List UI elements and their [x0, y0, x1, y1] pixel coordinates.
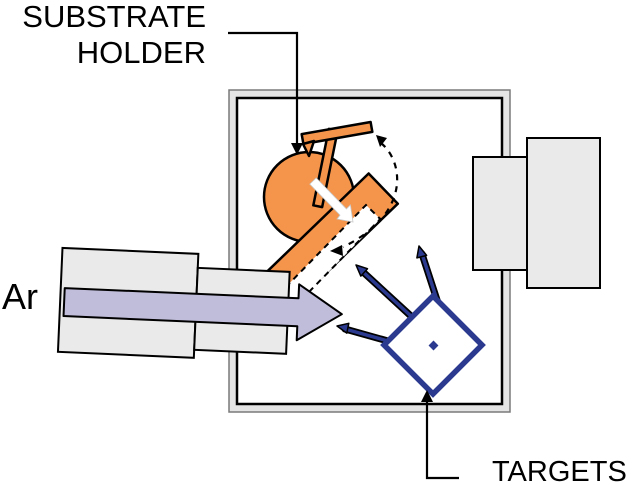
targets-callout [421, 390, 459, 480]
substrate-holder-group [260, 120, 400, 311]
target-group [380, 292, 486, 398]
targets-label: TARGETS [492, 456, 627, 488]
substrate-holder-label-line2: HOLDER [77, 35, 206, 70]
substrate-holder-leader-arrowhead [291, 143, 303, 155]
gas-label: Ar [2, 276, 38, 317]
gas-inlet-assembly [56, 246, 343, 359]
rotation-arc-dashed [342, 142, 399, 248]
right-port-assembly [472, 137, 601, 289]
sputter-flux-arrow-upleft [355, 264, 416, 321]
holder-arm [300, 120, 374, 146]
substrate-holder-leader-line [228, 31, 299, 144]
rotation-indicator [330, 135, 399, 256]
holder-arm-tab [301, 139, 316, 158]
port-flange-inner [472, 156, 529, 271]
targets-leader-arrowhead [421, 390, 433, 402]
vacuum-chamber [228, 89, 511, 413]
target-center-dot [428, 340, 439, 351]
substrate-motion-arrow [309, 177, 354, 223]
substrate-holder-callout [228, 31, 303, 155]
substrate-holder-label-line1: SUBSTRATE [22, 0, 206, 34]
rotation-arc-arrowhead-bottom [330, 245, 343, 256]
rotation-arc-arrowhead-top [376, 135, 387, 147]
port-flange-outer [526, 137, 601, 289]
gas-flow-arrow [62, 283, 343, 342]
targets-leader-line [425, 397, 459, 480]
sputter-flux-arrow-left [336, 322, 392, 345]
